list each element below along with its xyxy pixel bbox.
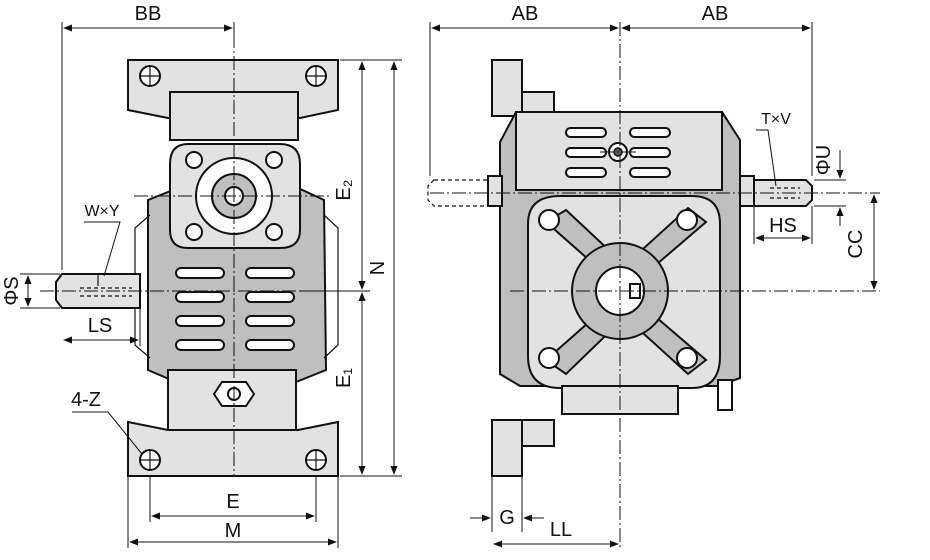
cooling-fins <box>175 267 295 351</box>
g-label: G <box>499 507 515 529</box>
front-view <box>20 22 402 548</box>
side-view <box>427 22 880 550</box>
bb-label: BB <box>135 3 162 25</box>
cc-label: CC <box>845 230 867 259</box>
ab-left-label: AB <box>512 3 539 25</box>
e1-label: E₁ <box>333 368 355 388</box>
e-label: E <box>226 491 239 513</box>
side-fins <box>565 127 671 178</box>
side-bottom-foot <box>491 419 523 477</box>
phi-u-label: ΦU <box>813 145 835 175</box>
m-label: M <box>225 520 242 542</box>
hs-label: HS <box>769 215 797 237</box>
wy-label: W×Y <box>84 203 119 220</box>
ls-label: LS <box>88 315 112 337</box>
n-label: N <box>367 261 389 275</box>
phi-s-label: ΦS <box>1 276 23 305</box>
e2-label: E₂ <box>333 179 355 200</box>
bottom-foot <box>127 420 339 477</box>
ab-right-label: AB <box>702 3 729 25</box>
four-z-label: 4-Z <box>71 389 101 411</box>
ll-label: LL <box>550 519 572 541</box>
side-top-foot <box>491 59 523 117</box>
tv-label: T×V <box>761 111 791 128</box>
